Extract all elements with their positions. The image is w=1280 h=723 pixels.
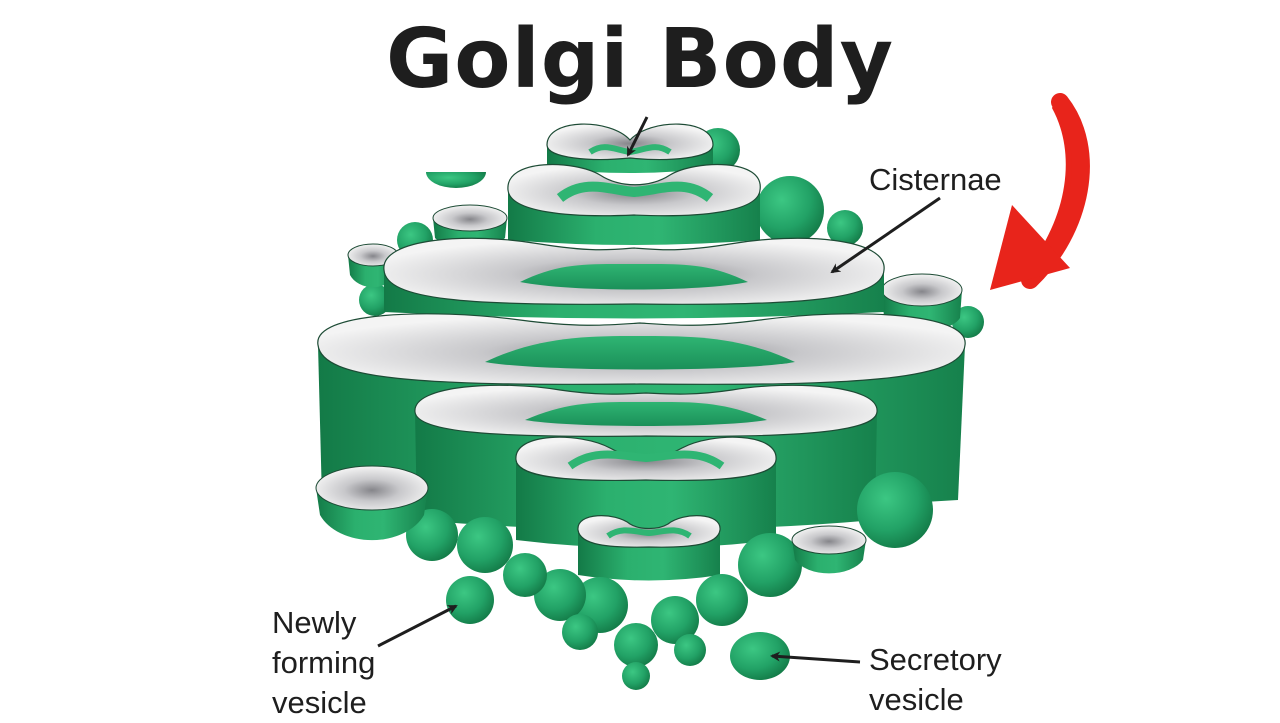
label-line: forming	[272, 645, 376, 680]
cisternae-pointer	[830, 196, 941, 274]
secretory-vesicle-label: Secretory vesicle	[869, 640, 1002, 720]
label-line: Secretory	[869, 642, 1002, 677]
cisternae-label: Cisternae	[869, 160, 1002, 200]
label-line: vesicle	[272, 685, 367, 720]
label-line: vesicle	[869, 682, 964, 717]
cisterna-7	[577, 515, 721, 581]
newly-forming-pointer	[377, 604, 458, 648]
cisterna-3	[383, 237, 885, 319]
label-line: Newly	[272, 605, 357, 640]
front-vesicles	[315, 465, 933, 690]
cisterna-2	[507, 163, 761, 245]
top-pointer	[626, 116, 649, 157]
red-curved-arrow	[990, 93, 1090, 290]
cisternae-label-text: Cisternae	[869, 162, 1002, 197]
secretory-vesicle	[730, 632, 790, 680]
newly-forming-vesicle-label: Newly forming vesicle	[272, 603, 375, 723]
secretory-pointer	[770, 651, 861, 664]
page-title: Golgi Body	[385, 12, 895, 107]
